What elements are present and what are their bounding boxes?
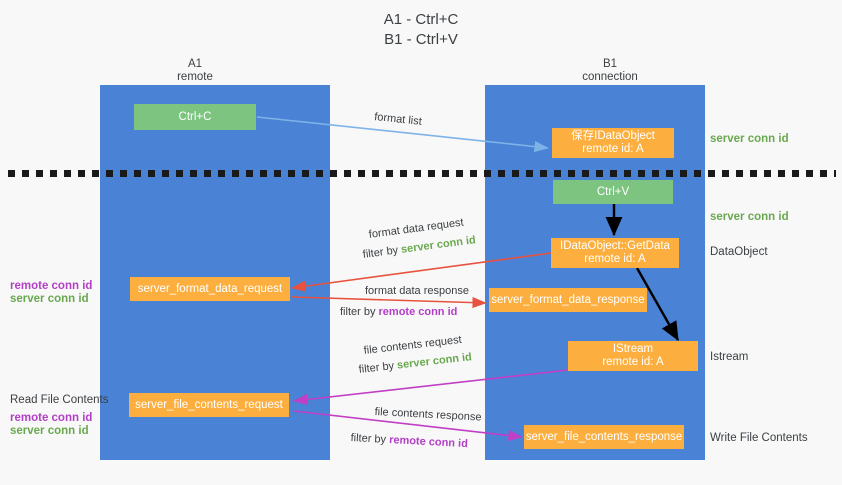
caption-filter-prefix: filter by xyxy=(350,431,390,446)
box-ctrl-v[interactable]: Ctrl+V xyxy=(553,180,673,204)
caption-filter-prefix: filter by xyxy=(362,243,402,261)
page-title: A1 - Ctrl+C B1 - Ctrl+V xyxy=(383,11,459,48)
caption-filter-value: server conn id xyxy=(400,234,477,256)
box-ctrl-c[interactable]: Ctrl+C xyxy=(134,104,256,130)
label-dataobject: DataObject xyxy=(710,246,768,258)
caption-filter-prefix: filter by xyxy=(340,306,379,318)
label-istream: Istream xyxy=(710,351,749,363)
box-server-file-contents-request[interactable]: server_file_contents_request xyxy=(129,393,289,417)
caption-format-data-response-filter: filter by remote conn id xyxy=(340,305,457,320)
caption-filter-value: remote conn id xyxy=(378,306,458,318)
label-server-conn-id-1: server conn id xyxy=(10,293,89,305)
label-server-conn-id-2: server conn id xyxy=(10,425,89,437)
caption-filter-prefix: filter by xyxy=(358,359,398,376)
box-save-idataobject[interactable]: 保存IDataObject remote id: A xyxy=(552,128,674,158)
lane-header-b1: B1 connection xyxy=(582,58,638,83)
box-server-format-data-response[interactable]: server_format_data_response xyxy=(489,288,647,312)
caption-format-list: format list xyxy=(373,110,423,128)
lane-header-a1: A1 remote xyxy=(177,58,213,83)
box-server-file-contents-response[interactable]: server_file_contents_response xyxy=(524,425,684,449)
box-server-format-data-request[interactable]: server_format_data_request xyxy=(130,277,290,301)
caption-file-contents-response-filter: filter by remote conn id xyxy=(350,431,468,452)
label-read-file-contents: Read File Contents xyxy=(10,394,109,406)
label-remote-conn-id-1: remote conn id xyxy=(10,280,93,292)
caption-file-contents-response: file contents response xyxy=(374,405,482,424)
label-remote-conn-id-2: remote conn id xyxy=(10,412,93,424)
caption-filter-value: server conn id xyxy=(396,351,473,372)
phase-divider xyxy=(8,170,836,177)
caption-filter-value: remote conn id xyxy=(388,434,469,451)
label-server-conn-id-top: server conn id xyxy=(710,133,789,145)
label-server-conn-id-mid: server conn id xyxy=(710,211,789,223)
caption-format-data-response: format data response xyxy=(365,285,469,297)
box-idataobject-getdata[interactable]: IDataObject::GetData remote id: A xyxy=(551,238,679,268)
box-istream[interactable]: IStream remote id: A xyxy=(568,341,698,371)
label-write-file-contents: Write File Contents xyxy=(710,432,808,444)
